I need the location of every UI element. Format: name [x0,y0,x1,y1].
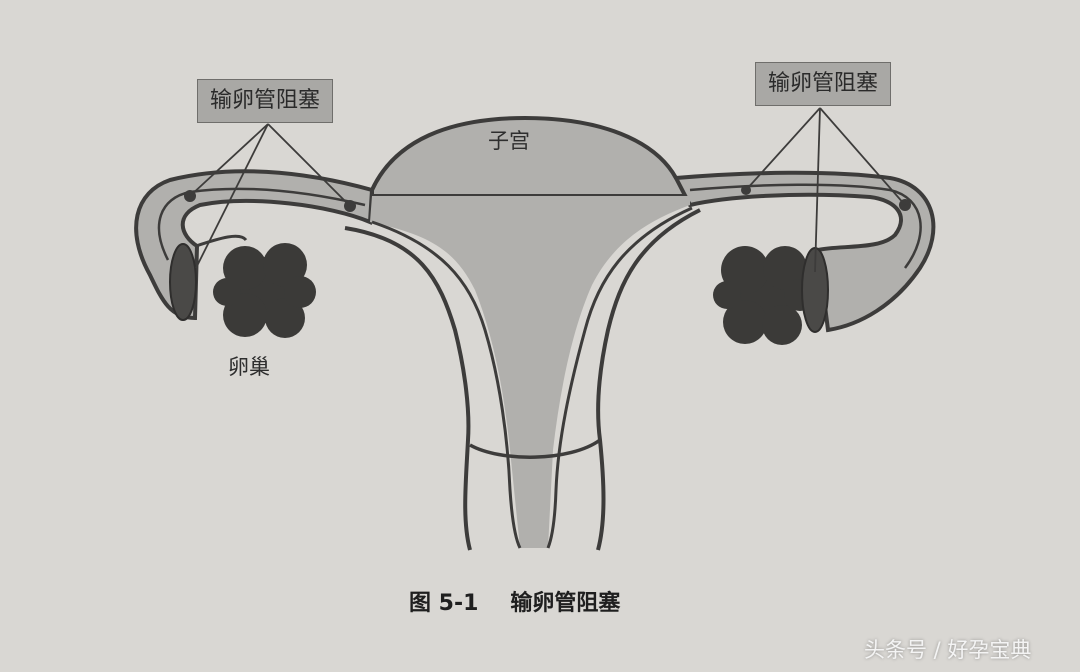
leader-lines-right [745,107,906,273]
uterine-cavity-right [546,206,693,549]
left-tube-lumen [157,187,366,261]
uterus-body [370,196,690,548]
blockage-label-right: 输卵管阻塞 [755,62,892,106]
uterus-outer-wall-right [596,208,701,551]
uterus-label: 子宫 [488,129,530,153]
leader-lines-left [189,123,351,269]
right-fallopian-tube [672,170,936,333]
left-fimbria-loop [195,234,248,248]
uterine-cavity-left [371,220,522,549]
figure-caption: 图 5-1 输卵管阻塞 [409,593,620,615]
uterus-fundus [370,115,695,198]
uterus-outer-wall-left [344,226,472,551]
left-fimbria [169,243,197,321]
watermark: 头条号 / 好孕宝典 [864,638,1032,662]
figure-title: 输卵管阻塞 [510,591,621,616]
right-ovary [713,246,816,345]
ovary-label: 卵巢 [228,355,270,379]
figure-number: 图 5-1 [409,591,479,616]
left-ovary [213,243,316,338]
cervix-ring [469,438,602,459]
blockage-label-left: 输卵管阻塞 [197,79,334,123]
